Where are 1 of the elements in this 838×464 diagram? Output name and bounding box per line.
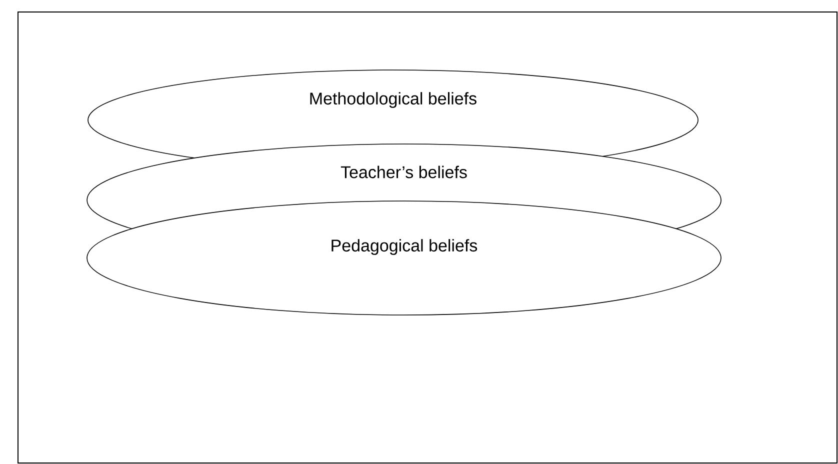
node-label: Teacher’s beliefs <box>340 166 467 178</box>
